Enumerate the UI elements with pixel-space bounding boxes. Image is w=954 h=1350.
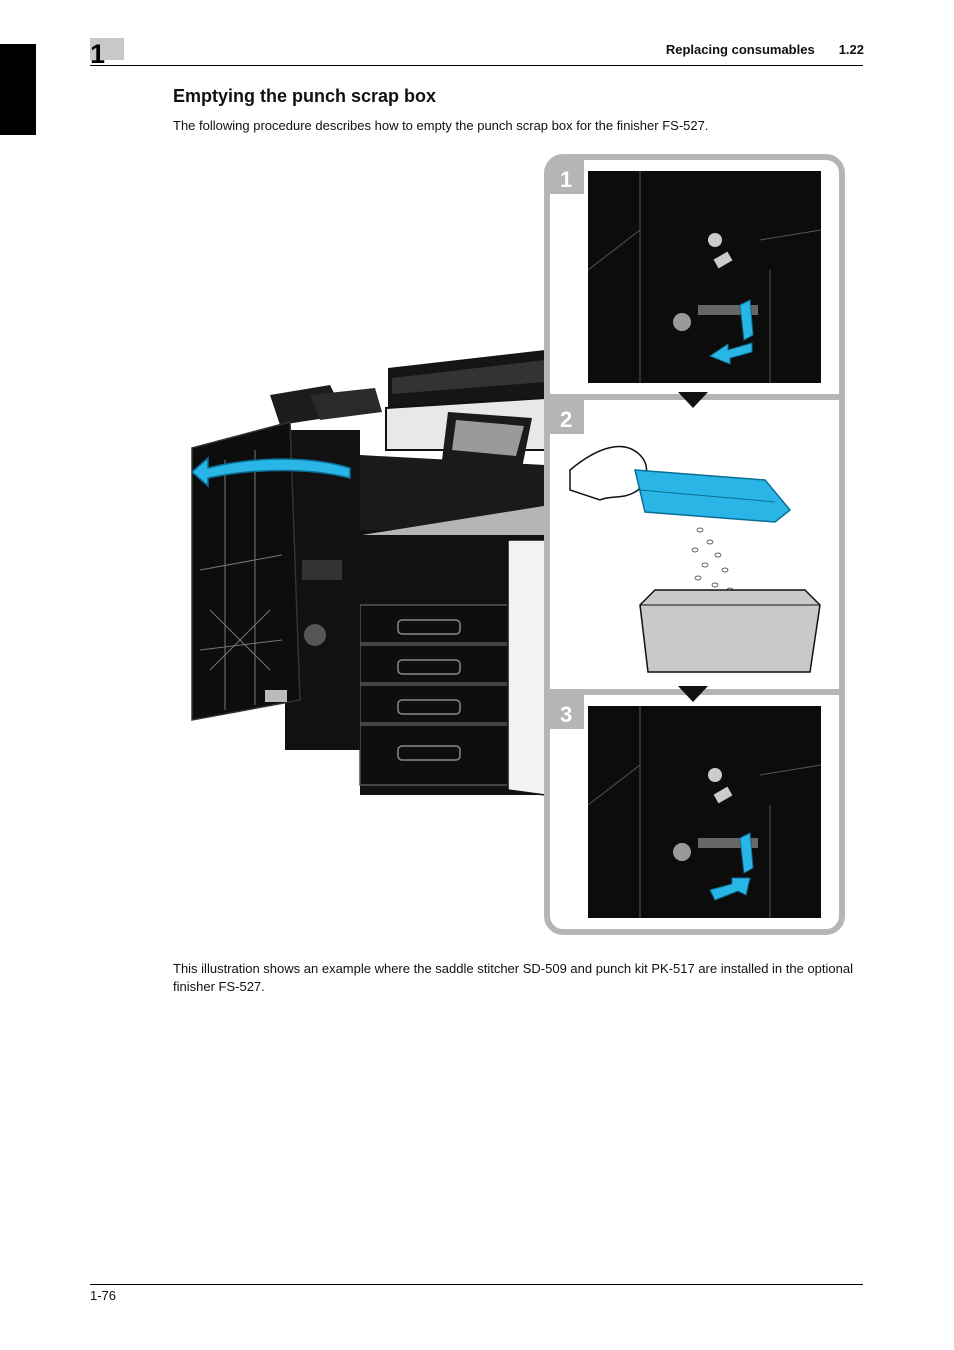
procedure-illustration: 1 2 3 [190,154,845,935]
open-door-arrow-icon [190,456,351,488]
illustration-caption: This illustration shows an example where… [173,961,853,994]
section-number: 1.22 [838,42,864,57]
machine-illustration [190,350,546,796]
step-1-badge: 1 [550,160,584,194]
svg-text:2: 2 [560,407,572,432]
page-number: 1-76 [90,1288,117,1303]
footer-rule [90,1284,863,1285]
step-3-image [587,706,822,918]
svg-text:1: 1 [560,167,572,192]
pull-out-arrow-icon [708,342,753,365]
chapter-side-tab [0,44,36,135]
page-title: Emptying the punch scrap box [173,86,437,106]
header-rule [90,65,863,66]
running-header: Replacing consumables 1.22 [666,42,864,57]
section-title: Replacing consumables [665,42,815,57]
step-1-image [587,171,822,383]
step-3-badge: 3 [550,695,584,729]
step-2-image [569,445,821,673]
svg-text:3: 3 [560,702,572,727]
next-step-arrow-icon [678,392,708,408]
push-in-arrow-icon [709,877,751,901]
intro-paragraph: The following procedure describes how to… [173,118,709,133]
step-2-badge: 2 [550,400,584,434]
chapter-number: 1 [90,38,124,69]
next-step-arrow-icon [678,686,708,702]
